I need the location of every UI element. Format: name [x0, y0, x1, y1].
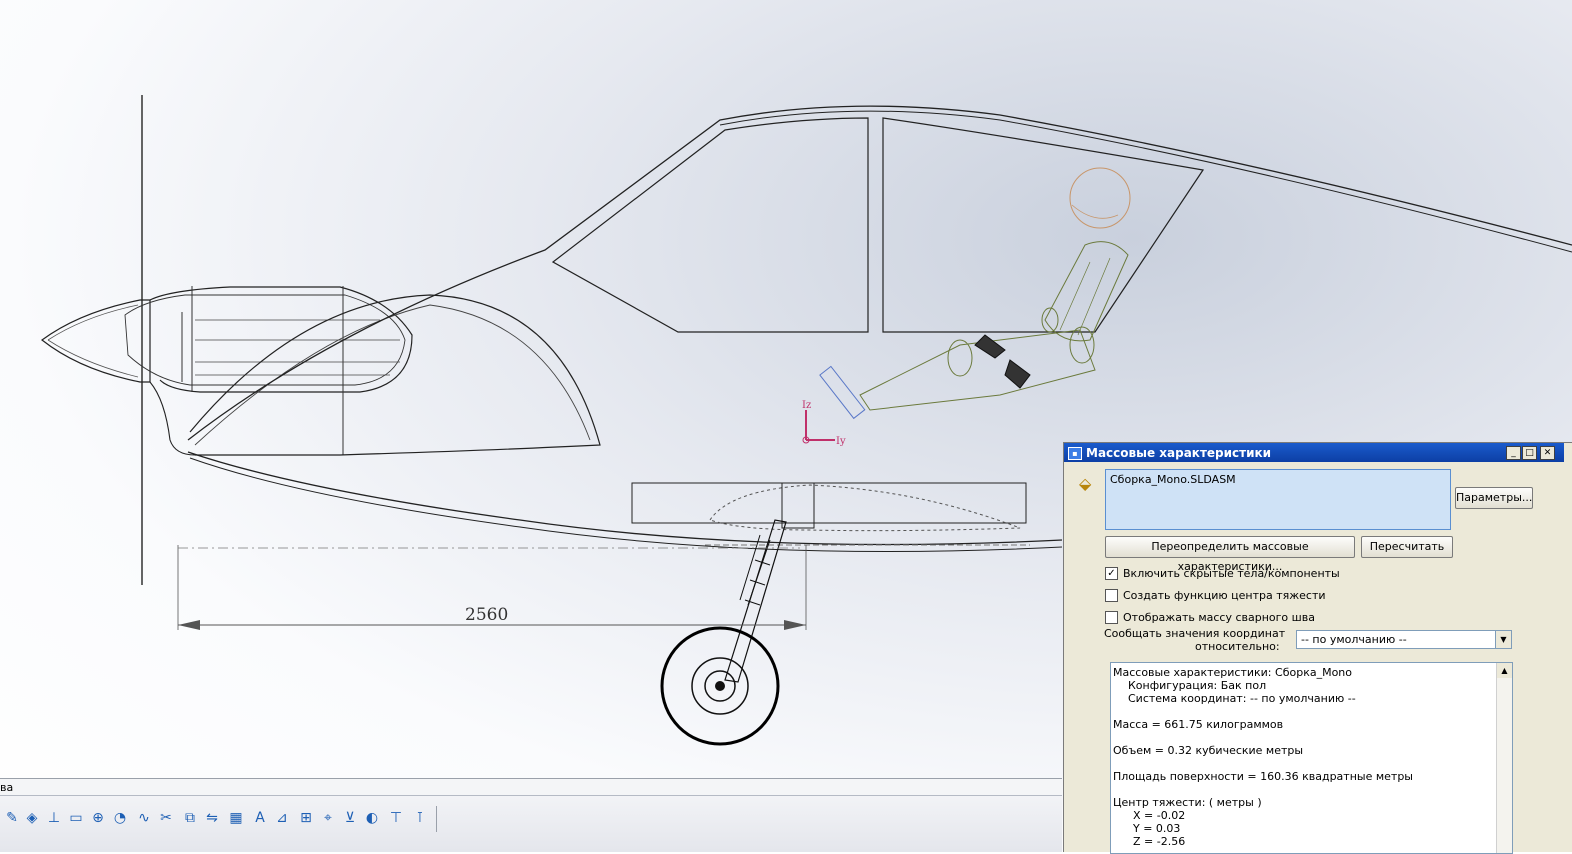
- front-fairing: [189, 294, 601, 456]
- dialog-titlebar[interactable]: ▪ Массовые характеристики _ □ ✕: [1064, 443, 1564, 462]
- pilot-torso: [1044, 241, 1129, 342]
- shaded-sketch-icon[interactable]: ⊺: [416, 810, 424, 826]
- display-relations-icon[interactable]: ⊞: [300, 810, 312, 826]
- fuselage-bottom: [187, 451, 1063, 546]
- results-line: Площадь поверхности = 160.36 квадратные …: [1113, 770, 1413, 783]
- results-textbox[interactable]: Массовые характеристики: Сборка_Mono Кон…: [1110, 662, 1513, 854]
- minimize-button[interactable]: _: [1506, 446, 1521, 460]
- results-line: Конфигурация: Бак пол: [1128, 679, 1267, 692]
- rectangle-icon[interactable]: ▭: [69, 810, 83, 826]
- spinner: [41, 299, 151, 383]
- chevron-down-icon[interactable]: ▼: [1495, 631, 1511, 648]
- create-cog-checkbox[interactable]: [1105, 589, 1118, 602]
- fuselage-top: [187, 105, 1572, 441]
- selected-component[interactable]: Сборка_Mono.SLDASM: [1110, 473, 1236, 486]
- wheel: [660, 626, 780, 746]
- sketch-tool-icon[interactable]: ✎: [6, 810, 18, 826]
- mass-properties-dialog: ▪ Массовые характеристики _ □ ✕ ⬙ Сборка…: [1063, 442, 1572, 854]
- trim-icon[interactable]: ✂: [160, 810, 172, 826]
- text-icon[interactable]: A: [255, 810, 265, 826]
- results-scrollbar[interactable]: ▲: [1496, 663, 1512, 853]
- include-hidden-checkbox[interactable]: ✓: [1105, 567, 1118, 580]
- mirror-icon[interactable]: ⇋: [206, 810, 218, 826]
- dialog-title: Массовые характеристики: [1086, 446, 1272, 460]
- coord-system-label-2: относительно:: [1195, 640, 1280, 653]
- landing-gear-strut: [724, 519, 787, 683]
- wing-rect: [631, 482, 1027, 524]
- coord-system-select[interactable]: -- по умолчанию -- ▼: [1296, 630, 1512, 649]
- results-line: Система координат: -- по умолчанию --: [1128, 692, 1356, 705]
- pilot-legs: [859, 329, 1096, 411]
- recalculate-button[interactable]: Пересчитать: [1361, 536, 1453, 558]
- wing-airfoil: [709, 484, 1021, 532]
- include-hidden-label: Включить скрытые тела/компоненты: [1123, 567, 1340, 580]
- front-window: [551, 117, 869, 333]
- coord-system-label-1: Сообщать значения координат: [1104, 627, 1286, 640]
- results-line: Центр тяжести: ( метры ): [1113, 796, 1262, 809]
- override-mass-button[interactable]: Переопределить массовые характеристики..…: [1105, 536, 1355, 573]
- offset-icon[interactable]: ⧉: [185, 810, 195, 826]
- cowling: [149, 286, 413, 393]
- circle-icon[interactable]: ⊕: [92, 810, 104, 826]
- options-button[interactable]: Параметры...: [1455, 487, 1533, 509]
- instant-2d-icon[interactable]: ⊤: [389, 810, 403, 826]
- coord-system-value: -- по умолчанию --: [1301, 633, 1407, 646]
- results-line: Масса = 661.75 килограммов: [1113, 718, 1284, 731]
- arc-icon[interactable]: ◔: [113, 810, 127, 826]
- results-line: Массовые характеристики: Сборка_Mono: [1113, 666, 1352, 679]
- maximize-button[interactable]: □: [1522, 446, 1537, 460]
- rapid-sketch-icon[interactable]: ◐: [365, 810, 379, 826]
- status-text: ва: [0, 781, 14, 794]
- results-line: Объем = 0.32 кубические метры: [1113, 744, 1304, 757]
- selection-list[interactable]: Сборка_Mono.SLDASM: [1105, 469, 1451, 530]
- close-button[interactable]: ✕: [1540, 446, 1555, 460]
- create-cog-label: Создать функцию центра тяжести: [1123, 589, 1326, 602]
- dimension-value: 2560: [465, 605, 508, 625]
- relations-icon[interactable]: ⊿: [276, 810, 288, 826]
- line-icon[interactable]: ⊥: [47, 810, 61, 826]
- axis-z-label: Iz: [802, 400, 811, 411]
- weld-mass-checkbox[interactable]: [1105, 611, 1118, 624]
- pilot-head: [1069, 167, 1131, 229]
- results-line: Y = 0.03: [1133, 822, 1181, 835]
- results-line: Z = -2.56: [1133, 835, 1186, 848]
- quick-snap-icon[interactable]: ⊻: [344, 810, 356, 826]
- dialog-app-icon: ▪: [1068, 447, 1082, 460]
- axis-y-label: Iy: [836, 436, 846, 447]
- status-bar: ва: [0, 778, 1062, 796]
- weld-mass-label: Отображать массу сварного шва: [1123, 611, 1315, 624]
- side-window: [882, 117, 1205, 333]
- spline-icon[interactable]: ∿: [138, 810, 150, 826]
- scroll-up-icon[interactable]: ▲: [1497, 663, 1512, 678]
- results-line: X = -0.02: [1133, 809, 1186, 822]
- component-selection-icon: ⬙: [1079, 474, 1092, 493]
- smart-dimension-icon[interactable]: ◈: [26, 810, 38, 826]
- toolbar-separator: [436, 806, 437, 832]
- sketch-toolbar: ✎ ◈ ⊥ ▭ ⊕ ◔ ∿ ✂ ⧉ ⇋ ▦ A ⊿ ⊞ ⌖ ⊻ ◐ ⊤ ⊺: [0, 795, 1062, 852]
- repair-icon[interactable]: ⌖: [324, 810, 332, 826]
- pattern-icon[interactable]: ▦: [229, 810, 243, 826]
